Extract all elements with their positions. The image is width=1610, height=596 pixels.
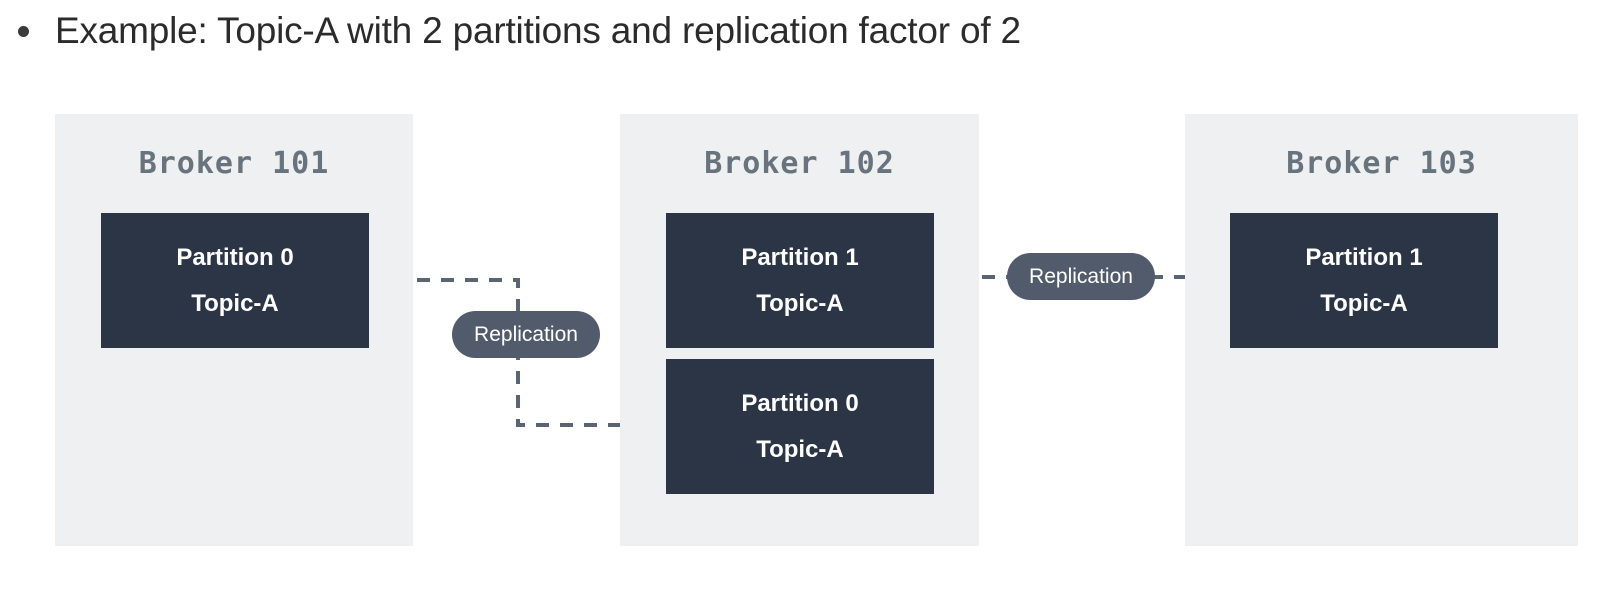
partition-topic: Topic-A <box>191 289 279 317</box>
broker-panel-102: Broker 102 Partition 1 Topic-A Partition… <box>620 114 979 546</box>
partition-box-102-partition-1: Partition 1 Topic-A <box>666 213 934 348</box>
replication-label-left: Replication <box>452 311 600 358</box>
partition-topic: Topic-A <box>756 435 844 463</box>
partition-box-102-partition-0: Partition 0 Topic-A <box>666 359 934 494</box>
page-title-text: Example: Topic-A with 2 partitions and r… <box>55 10 1021 51</box>
replication-label-right: Replication <box>1007 253 1155 300</box>
partition-box-103-partition-1: Partition 1 Topic-A <box>1230 213 1498 348</box>
partition-name: Partition 1 <box>741 243 859 271</box>
broker-label-102: Broker 102 <box>704 146 895 181</box>
partition-name: Partition 0 <box>741 389 859 417</box>
partition-box-101-partition-0: Partition 0 Topic-A <box>101 213 369 348</box>
partition-topic: Topic-A <box>1320 289 1408 317</box>
broker-label-101: Broker 101 <box>138 146 330 181</box>
partition-name: Partition 0 <box>176 243 294 271</box>
broker-panel-101: Broker 101 Partition 0 Topic-A <box>55 114 413 546</box>
broker-panel-103: Broker 103 Partition 1 Topic-A <box>1185 114 1578 546</box>
broker-label-103: Broker 103 <box>1286 146 1477 181</box>
bullet-dot-icon <box>18 25 29 37</box>
page-title: Example: Topic-A with 2 partitions and r… <box>18 2 1578 60</box>
partition-topic: Topic-A <box>756 289 844 317</box>
partition-name: Partition 1 <box>1305 243 1423 271</box>
